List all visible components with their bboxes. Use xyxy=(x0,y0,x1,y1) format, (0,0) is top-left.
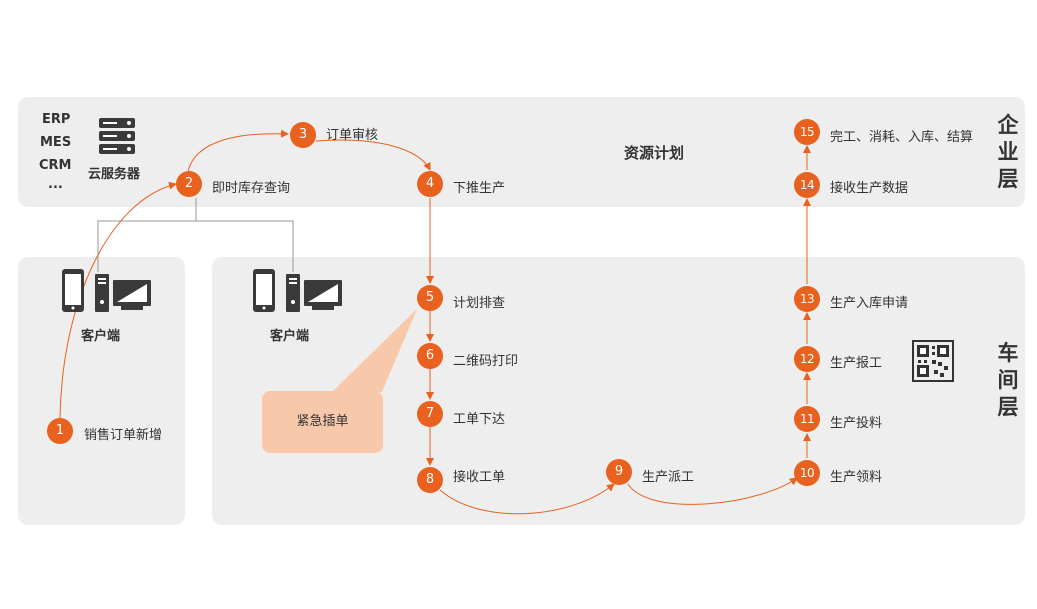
network-line xyxy=(196,220,294,272)
system-mes: MES xyxy=(40,135,72,150)
step-node-10: 10 xyxy=(794,460,820,486)
flow-arrow-8-9 xyxy=(439,483,615,515)
step-label-12: 生产报工 xyxy=(830,356,883,371)
step-label-5: 计划排查 xyxy=(453,296,506,311)
flow-arrow-3-4 xyxy=(315,139,431,171)
step-label-3: 订单审核 xyxy=(326,128,379,143)
server-icon xyxy=(99,118,135,154)
step-node-4: 4 xyxy=(417,171,443,197)
step-label-7: 工单下达 xyxy=(453,412,506,427)
step-node-12: 12 xyxy=(794,346,820,372)
step-label-4: 下推生产 xyxy=(453,181,506,196)
step-label-13: 生产入库申请 xyxy=(830,296,909,311)
step-node-3: 3 xyxy=(290,122,316,148)
phone-icon xyxy=(253,269,275,312)
flow-arrow-9-10 xyxy=(627,477,798,505)
qr-code-icon xyxy=(912,340,954,382)
step-label-14: 接收生产数据 xyxy=(830,181,909,196)
step-node-13: 13 xyxy=(794,286,820,312)
client-right-label: 客户端 xyxy=(270,329,310,344)
desktop-tower-icon xyxy=(286,274,300,312)
client-devices-left xyxy=(62,269,151,312)
workshop-layer-label: 车间层 xyxy=(997,341,1019,419)
step-node-15: 15 xyxy=(794,119,820,145)
monitor-icon xyxy=(304,280,342,310)
client-left-label: 客户端 xyxy=(81,329,121,344)
step-label-11: 生产投料 xyxy=(830,416,883,431)
step-label-8: 接收工单 xyxy=(453,470,506,485)
system-erp: ERP xyxy=(42,112,71,127)
client-devices-right xyxy=(253,269,342,312)
monitor-icon xyxy=(113,280,151,310)
step-node-14: 14 xyxy=(794,172,820,198)
phone-icon xyxy=(62,269,84,312)
step-label-6: 二维码打印 xyxy=(453,354,519,369)
step-label-2: 即时库存查询 xyxy=(212,181,291,196)
enterprise-layer-label: 企业层 xyxy=(997,113,1019,191)
step-node-6: 6 xyxy=(417,343,443,369)
network-line xyxy=(97,198,197,272)
resource-planning-title: 资源计划 xyxy=(624,144,685,162)
step-node-1: 1 xyxy=(47,418,73,444)
system-more: ... xyxy=(48,177,63,192)
step-label-10: 生产领料 xyxy=(830,470,883,485)
cloud-server-label: 云服务器 xyxy=(88,167,141,182)
step-node-8: 8 xyxy=(417,467,443,493)
flow-arrow-1-2 xyxy=(59,181,177,419)
step-node-11: 11 xyxy=(794,406,820,432)
callout-pointer xyxy=(332,309,417,392)
desktop-tower-icon xyxy=(95,274,109,312)
step-label-15: 完工、消耗、入库、结算 xyxy=(830,130,974,145)
step-node-5: 5 xyxy=(417,285,443,311)
step-label-1: 销售订单新增 xyxy=(84,428,163,443)
step-node-2: 2 xyxy=(176,171,202,197)
urgent-insertion-callout: 紧急插单 xyxy=(262,391,383,453)
system-crm: CRM xyxy=(39,158,72,173)
flow-arrow-2-3 xyxy=(187,129,289,172)
step-node-9: 9 xyxy=(606,459,632,485)
step-node-7: 7 xyxy=(417,401,443,427)
step-label-9: 生产派工 xyxy=(642,470,695,485)
